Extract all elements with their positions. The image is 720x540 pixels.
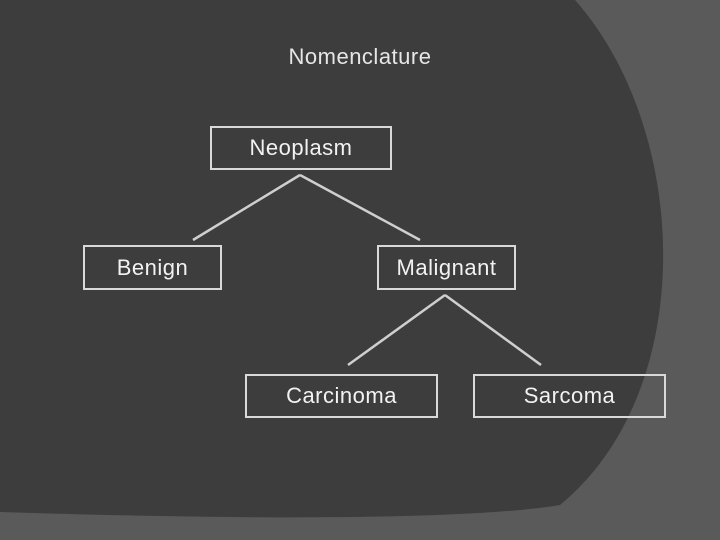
connector-malignant-sarcoma [444,293,542,367]
connector-neoplasm-malignant [299,173,421,242]
node-malignant: Malignant [377,245,516,290]
slide-title: Nomenclature [288,44,432,69]
node-neoplasm: Neoplasm [210,126,392,170]
connector-malignant-carcinoma [347,293,446,367]
node-sarcoma: Sarcoma [473,374,666,418]
node-benign: Benign [83,245,222,290]
node-carcinoma: Carcinoma [245,374,438,418]
connector-neoplasm-benign [192,173,301,242]
